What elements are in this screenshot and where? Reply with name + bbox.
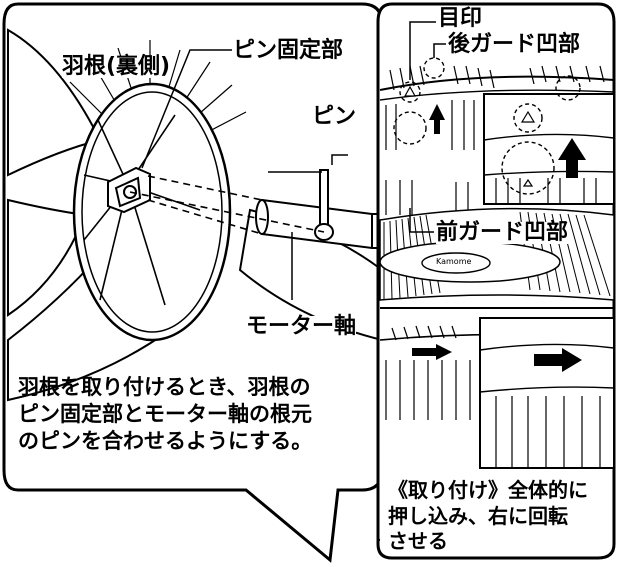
blade-instruction-line: のピンを合わせるようにする。 [18, 428, 313, 453]
pin-fixing-label: ピン固定部 [233, 38, 344, 63]
install-instruction-line: 押し込み、右に回転 [388, 503, 568, 528]
front-guard-recess-label: 前ガード凹部 [436, 220, 569, 245]
mark-label: 目印 [438, 6, 483, 31]
brand-logo-oval [421, 252, 491, 274]
lower-guard-view [379, 317, 614, 469]
pin-label: ピン [312, 104, 357, 129]
leader-lines [141, 49, 348, 300]
alignment-guides [129, 175, 325, 235]
upper-guard-view [379, 57, 614, 215]
install-instruction-text: 《取り付け》全体的に 押し込み、右に回転 させる [388, 478, 588, 555]
motor-shaft-label: モーター軸 [246, 314, 357, 339]
pin-fixing-part [107, 166, 151, 214]
motor-shaft [255, 198, 382, 250]
left-callout-panel [2, 2, 384, 563]
blade-instruction-line: 羽根を取り付けるとき、羽根の [18, 375, 311, 399]
blade-instruction-line: ピン固定部とモーター軸の根元 [18, 401, 312, 426]
install-instruction-line: 《取り付け》全体的に [388, 478, 588, 502]
install-instruction-line: させる [388, 529, 448, 554]
right-callout-panel [376, 2, 616, 560]
hub-ring-inner [81, 91, 223, 333]
brand-logo-text: Kamome [436, 257, 472, 266]
blade-back-label: 羽根(裏側) [62, 54, 171, 79]
rear-guard-recess-label: 後ガード凹部 [448, 32, 581, 57]
right-leader-lines [409, 21, 446, 233]
blade-instruction-text: 羽根を取り付けるとき、羽根の ピン固定部とモーター軸の根元 のピンを合わせるよう… [18, 374, 312, 455]
hub-ring-outer [72, 82, 232, 342]
